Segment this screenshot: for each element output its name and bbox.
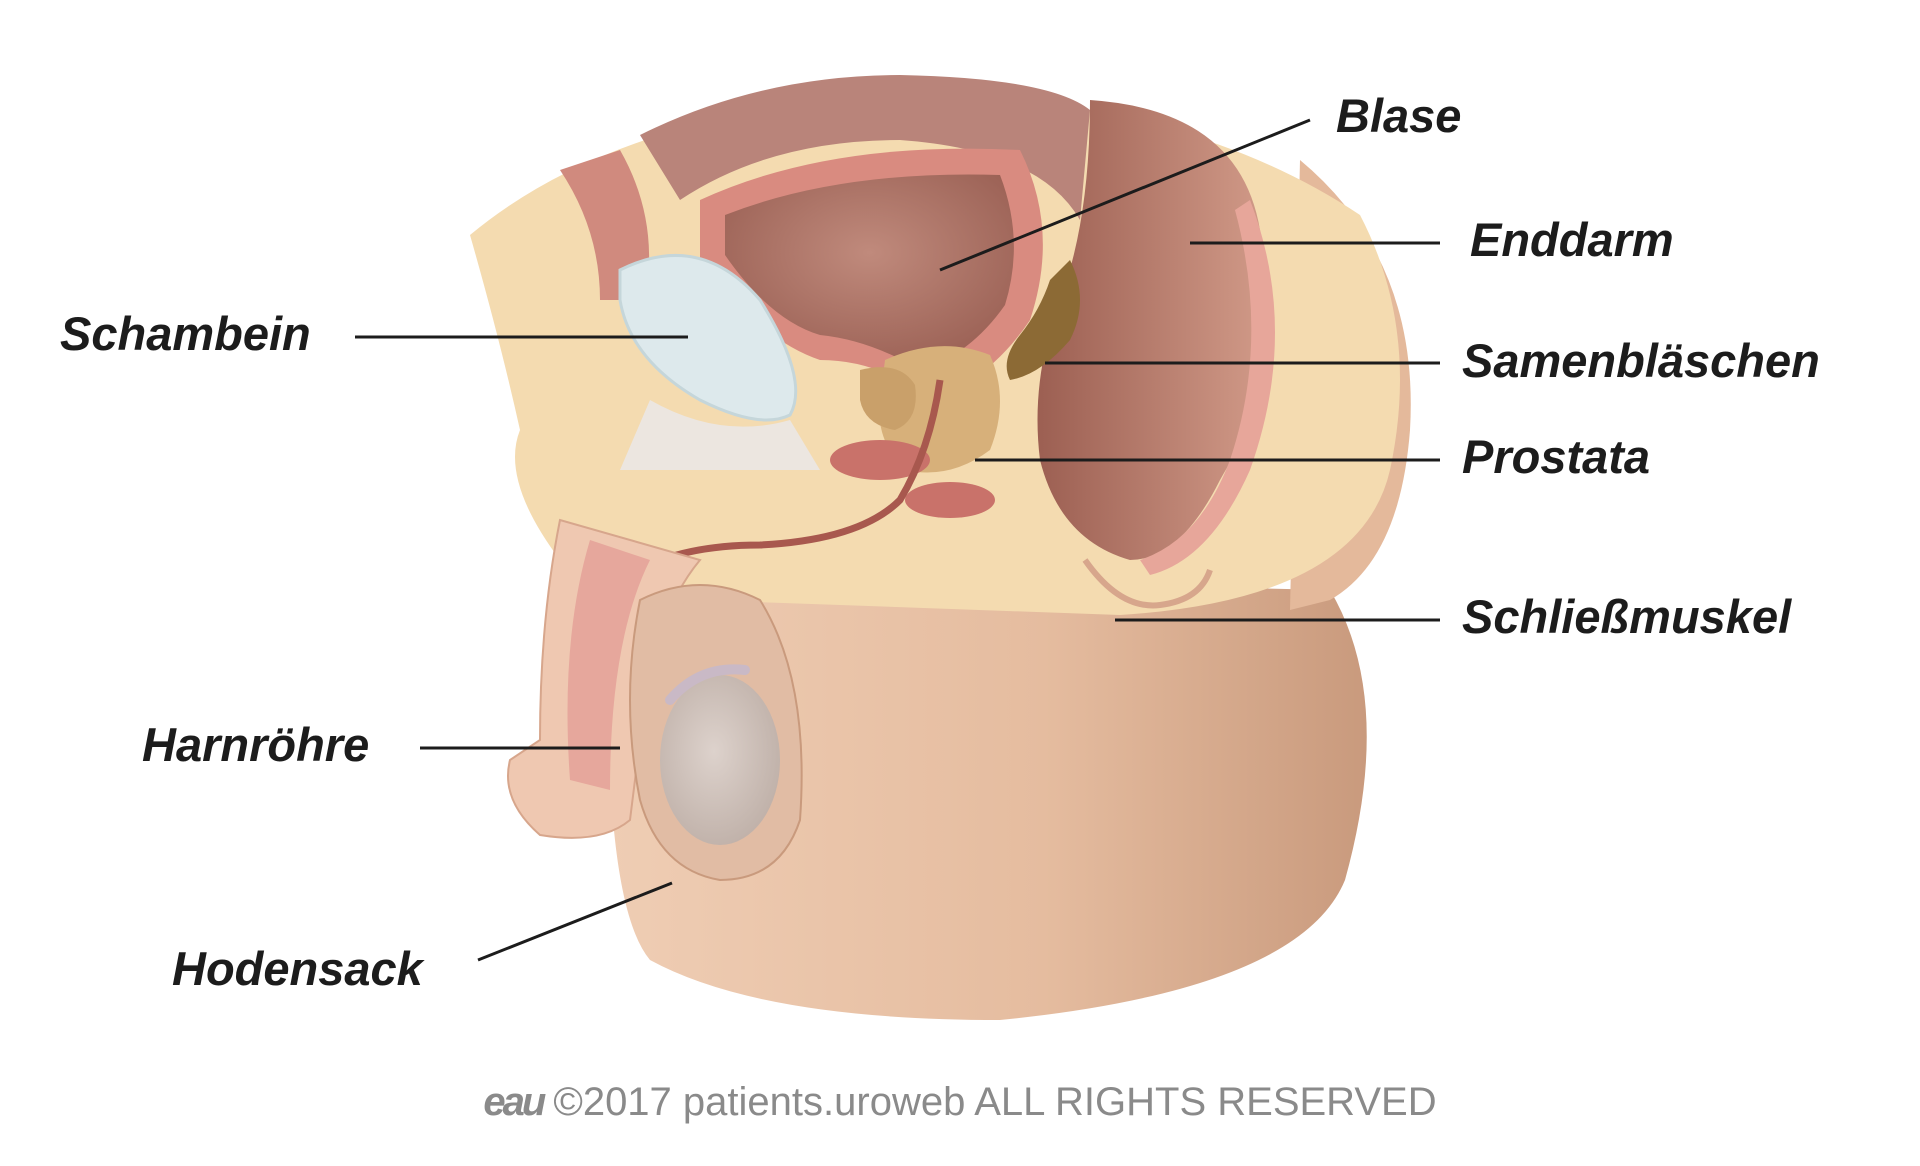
sphincter-band-lower xyxy=(905,482,995,518)
bladder-interior xyxy=(725,174,1014,370)
abdominal-cavity xyxy=(640,75,1090,220)
pubic-ligament xyxy=(620,400,820,470)
label-enddarm: Enddarm xyxy=(1470,213,1674,266)
label-schliessmuskel: Schließmuskel xyxy=(1462,590,1792,643)
corpus-cavernosum xyxy=(567,540,650,790)
label-hodensack: Hodensack xyxy=(172,942,423,995)
pubic-bone xyxy=(618,254,798,422)
rectum xyxy=(1037,100,1265,560)
hodensack-leader-line xyxy=(477,881,673,962)
label-harnroehre: Harnröhre xyxy=(142,718,370,771)
label-prostata: Prostata xyxy=(1462,430,1651,483)
prostate-lobe xyxy=(860,367,916,430)
label-blase: Blase xyxy=(1336,89,1462,142)
blase-leader-line xyxy=(939,118,1311,272)
rectum-wall xyxy=(1140,200,1275,575)
sphincter-band-upper xyxy=(830,440,930,480)
copyright-text: ©2017 patients.uroweb ALL RIGHTS RESERVE… xyxy=(553,1080,1437,1124)
label-samenblaeschen: Samenbläschen xyxy=(1462,334,1820,387)
label-schambein: Schambein xyxy=(60,307,311,360)
copyright-footer: eau©2017 patients.uroweb ALL RIGHTS RESE… xyxy=(0,1080,1920,1125)
seminal-vesicle xyxy=(1006,260,1080,380)
testis xyxy=(660,675,780,845)
prostate xyxy=(879,346,1000,473)
anal-sphincter xyxy=(1082,558,1213,609)
abdominal-muscle xyxy=(560,150,650,300)
eau-logo: eau xyxy=(483,1080,546,1124)
epididymis xyxy=(665,664,750,705)
